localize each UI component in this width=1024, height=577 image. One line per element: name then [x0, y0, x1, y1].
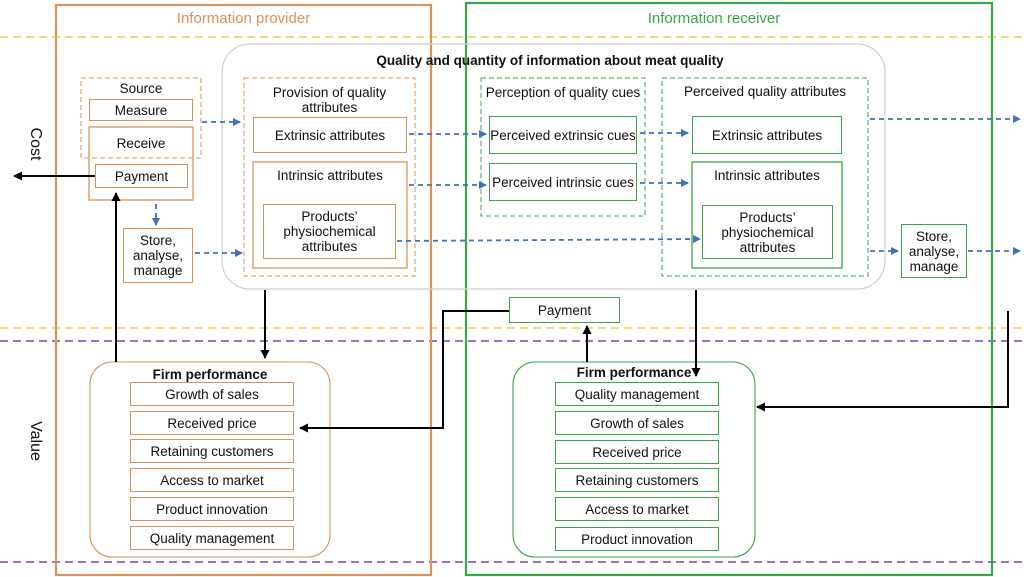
provider-header: Information provider	[176, 10, 311, 27]
receiver-payment-box: Payment	[509, 297, 620, 323]
perception-title: Perception of quality cues	[485, 85, 641, 100]
firm-left-item: Received price	[130, 411, 294, 435]
cost-label: Cost	[27, 127, 44, 161]
perception-group	[480, 77, 646, 217]
receive-label: Receive	[116, 136, 166, 151]
firm-left-item: Retaining customers	[130, 439, 294, 463]
perceived-extrinsic-cues-box: Perceived extrinsic cues	[489, 116, 637, 154]
firm-left-item: Product innovation	[130, 497, 294, 521]
receive-group	[88, 126, 194, 201]
perceived-extrinsic-box: Extrinsic attributes	[692, 116, 842, 154]
measure-box: Measure	[89, 99, 193, 121]
firm-right-item: Quality management	[555, 382, 719, 406]
provider-store-box: Store, analyse, manage	[123, 228, 193, 283]
firm-right-item: Product innovation	[555, 527, 719, 551]
source-group	[80, 77, 202, 159]
firm-right-item: Access to market	[555, 497, 719, 521]
provision-physio-box: Products’ physiochemical attributes	[263, 204, 396, 259]
perceived-intrinsic-cues-box: Perceived intrinsic cues	[489, 163, 637, 201]
flow-arrow	[396, 235, 701, 244]
provision-intrinsic-group	[252, 161, 408, 269]
flow-arrow	[299, 310, 509, 433]
flow-arrow	[756, 311, 1009, 412]
provision-title: Provision of quality attributes	[272, 85, 387, 115]
information-container	[221, 43, 886, 290]
perceived-group	[661, 77, 869, 277]
provision-intrinsic-label: Intrinsic attributes	[277, 168, 383, 183]
firm-left-title: Firm performance	[152, 367, 268, 382]
flow-arrows	[152, 115, 1021, 257]
main-title: Quality and quantity of information abou…	[376, 53, 724, 68]
perceived-intrinsic-group	[691, 161, 843, 269]
provider-payment-box: Payment	[95, 164, 188, 188]
firm-left-item: Access to market	[130, 468, 294, 492]
perceived-physio-box: Products’ physiochemical attributes	[702, 205, 833, 259]
firm-left-item: Quality management	[130, 526, 294, 550]
firm-right-title: Firm performance	[576, 365, 692, 380]
perceived-title: Perceived quality attributes	[683, 84, 847, 99]
source-label: Source	[119, 81, 163, 96]
provider-frame	[54, 3, 433, 577]
provision-extrinsic-box: Extrinsic attributes	[253, 117, 407, 153]
firm-left-container	[89, 361, 331, 558]
firm-right-item: Received price	[555, 440, 719, 464]
receiver-header: Information receiver	[647, 10, 781, 27]
firm-right-container	[512, 361, 756, 558]
firm-left-item: Growth of sales	[130, 382, 294, 406]
value-arrows	[13, 171, 1009, 433]
firm-right-item: Retaining customers	[555, 468, 719, 492]
firm-right-item: Growth of sales	[555, 411, 719, 435]
receiver-store-box: Store, analyse, manage	[901, 224, 967, 278]
perceived-intrinsic-label: Intrinsic attributes	[714, 168, 820, 183]
value-label: Value	[27, 421, 44, 461]
